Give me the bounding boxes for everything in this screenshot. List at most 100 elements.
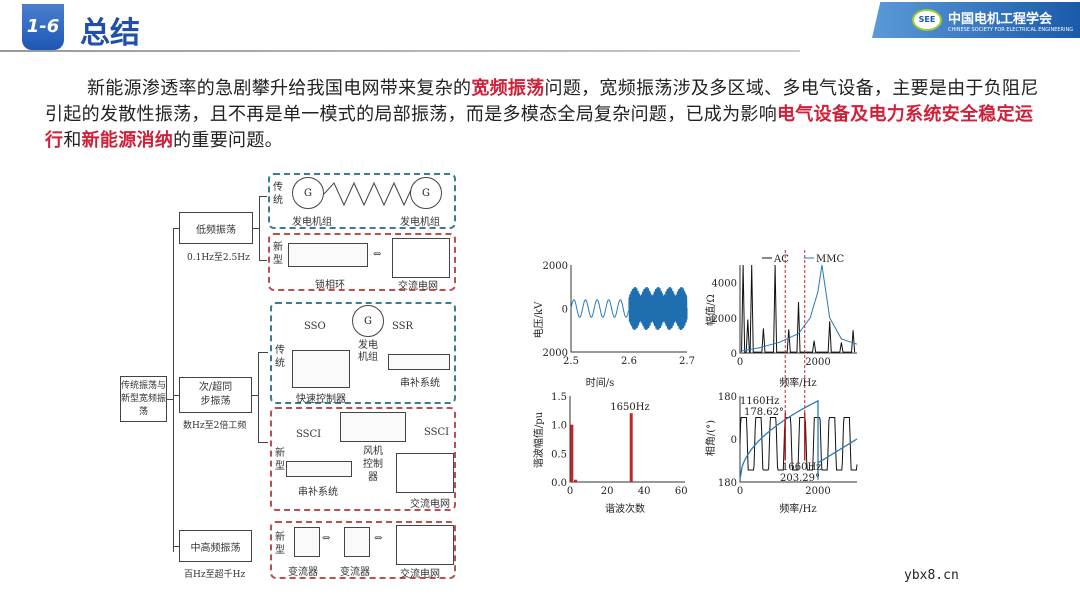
annotation-angle: 178.62° (744, 407, 784, 418)
generator-icon: G (352, 305, 384, 337)
y-tick-label: 2000 (543, 261, 568, 272)
xlabel: 时间/s (586, 376, 615, 389)
double-arrow-icon: ⇔ (322, 533, 331, 544)
axes (570, 265, 687, 353)
new-label: 新型 (275, 448, 285, 472)
y-tick-label: 4000 (712, 279, 737, 290)
series-comp-circuit-icon (388, 354, 450, 370)
see-seal-icon: SEE (912, 9, 942, 31)
sub-sync-range: 数Hz至2倍工频 (183, 421, 247, 431)
x-tick-label: 40 (638, 486, 651, 497)
genset-label: 发电机组 (292, 217, 332, 228)
y-tick-label: 2000 (712, 314, 737, 325)
new-ssci-panel: 新型 SSCI SSCI 风机控制器 串补系统 交流电网 (270, 407, 456, 511)
xlabel: 谐波次数 (605, 502, 645, 515)
low-freq-range: 0.1Hz至2.5Hz (187, 253, 250, 263)
xlabel: 频率/Hz (779, 502, 816, 515)
watermark: ybx8.cn (904, 568, 959, 583)
ac-grid-label: 交流电网 (398, 281, 438, 292)
ssr-label: SSR (392, 321, 414, 332)
highlight: 新能源消纳 (81, 130, 174, 151)
highlight: 宽频振荡 (471, 78, 545, 99)
voltage-line (570, 299, 630, 318)
harmonic-bar (574, 479, 578, 482)
genset-label: 发电机组 (358, 340, 378, 363)
traditional-label: 传统 (273, 182, 283, 206)
ac-phase-line (739, 417, 858, 471)
ylabel: 相角/(°) (704, 420, 717, 456)
section-number: 1-6 (22, 4, 64, 50)
harmonic-bar (629, 413, 633, 482)
pll-block-icon (288, 243, 368, 267)
pll-label: 锁相环 (315, 280, 345, 291)
axes (739, 265, 857, 354)
ylabel: 电压/kV (532, 301, 545, 338)
ylabel: 谐波幅值/pu (532, 411, 545, 468)
transmission-tower-icon (392, 238, 450, 278)
new-label: 新型 (273, 242, 283, 266)
transmission-tower-icon (396, 525, 454, 565)
x-tick-label: 2.5 (563, 356, 579, 367)
series-comp-circuit-icon (286, 461, 352, 477)
transmission-tower-icon (396, 453, 454, 493)
x-tick-label: 0 (737, 357, 743, 368)
x-tick-label: 0 (737, 486, 743, 497)
header-divider (0, 50, 800, 52)
text: 新能源渗透率的急剧攀升给我国电网带来复杂的 (87, 78, 472, 99)
series-comp-label: 串补系统 (400, 378, 440, 389)
converter-label: 变流器 (288, 567, 318, 578)
low-freq-box: 低频振荡 (179, 212, 253, 244)
mid-high-box: 中高频振荡 (179, 530, 252, 562)
bar-annotation: 1650Hz (610, 402, 649, 413)
new-low-freq-panel: 新型 ⇔ 锁相环 交流电网 (268, 233, 456, 292)
mid-high-range: 百Hz至超千Hz (184, 570, 246, 580)
axes (739, 396, 857, 483)
harmonic-bar (570, 424, 574, 482)
series-comp-label: 串补系统 (298, 487, 338, 498)
text: 和 (63, 130, 82, 151)
new-label: 新型 (275, 532, 285, 556)
y-tick-label: 0 (731, 349, 737, 360)
summary-paragraph: 新能源渗透率的急剧攀升给我国电网带来复杂的宽频振荡问题，宽频振荡涉及多区域、多电… (45, 76, 1040, 154)
page-title: 总结 (80, 16, 140, 51)
generator-icon: G (292, 177, 324, 209)
series-MMC (739, 264, 858, 352)
converter-icon (294, 527, 320, 557)
x-tick-label: 20 (601, 486, 614, 497)
sub-sync-box: 次/超同步振荡 (179, 377, 252, 413)
logo-name: 中国电机工程学会 (948, 11, 1053, 27)
y-tick-label: 180 (718, 478, 737, 489)
annotation-freq: 1160Hz (740, 396, 779, 407)
y-tick-label: 0 (731, 435, 737, 446)
y-tick-label: 0.5 (551, 449, 567, 460)
mmc-phase-line (739, 399, 858, 480)
double-arrow-icon: ⇔ (373, 249, 382, 260)
shaft-spring-icon (324, 181, 424, 207)
ac-grid-label: 交流电网 (410, 499, 450, 510)
x-tick-label: 2.6 (621, 356, 637, 367)
traditional-ssr-panel: 传统 SSO SSR G 发电机组 快速控制器 串补系统 (270, 302, 456, 405)
converter-icon (344, 527, 370, 557)
ac-grid-label: 交流电网 (400, 569, 440, 580)
series-AC (741, 264, 856, 353)
y-tick-label: 0 (562, 305, 568, 316)
double-arrow-icon: ⇔ (374, 533, 383, 544)
voltage-oscillation (628, 287, 688, 330)
x-tick-label: 60 (675, 486, 688, 497)
x-tick-label: 2000 (805, 357, 830, 368)
root-box: 传统振荡与新型宽频振荡 (120, 376, 167, 422)
y-tick-label: 1.5 (551, 392, 567, 403)
y-tick-label: 180 (718, 392, 737, 403)
annotation-freq: 1660Hz (782, 462, 821, 473)
new-mid-high-panel: 新型 ⇔ ⇔ 变流器 变流器 交流电网 (270, 521, 456, 580)
sso-label: SSO (304, 321, 326, 332)
wind-turbine-converter-icon (340, 412, 406, 442)
xlabel: 频率/Hz (779, 376, 816, 389)
axes (569, 396, 685, 483)
ylabel: 幅值/Ω (704, 294, 717, 326)
logo-en: CHINESE SOCIETY FOR ELECTRICAL ENGINEERI… (948, 26, 1074, 33)
highlight: 电气设备及电力系统安全稳定运行 (45, 104, 1034, 151)
